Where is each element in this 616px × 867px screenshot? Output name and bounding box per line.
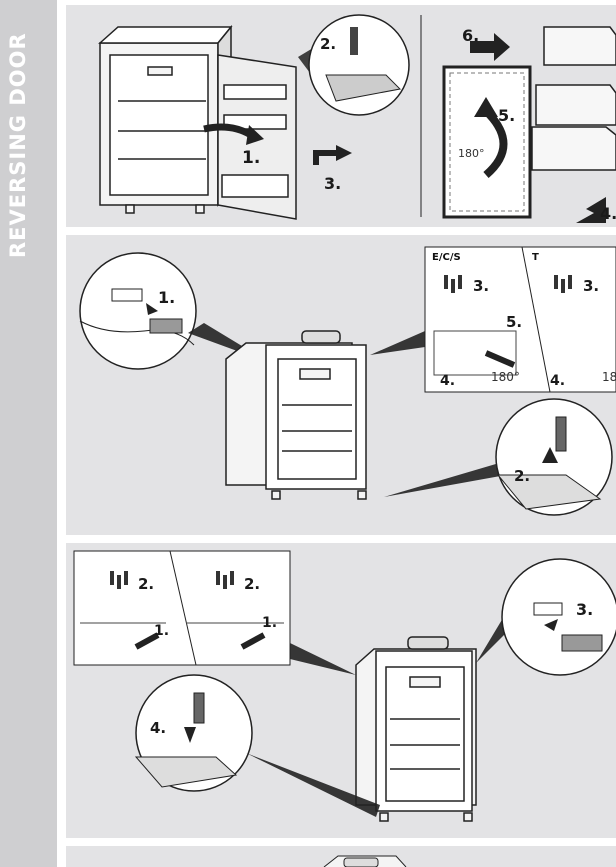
inset-step-2-left: 2. bbox=[138, 575, 154, 593]
inset-step-1-right: 1. bbox=[262, 615, 277, 631]
sidebar: REVERSING DOOR bbox=[0, 0, 57, 867]
cover-slot-icon bbox=[111, 288, 143, 302]
inset-step-4-right: 4. bbox=[550, 373, 565, 389]
angle-label: 180° bbox=[458, 147, 485, 160]
inset-step-4-left: 4. bbox=[440, 373, 455, 389]
inset-step-3-left: 3. bbox=[473, 277, 489, 295]
hinge-plate-icon bbox=[484, 350, 516, 368]
inset-title-t: T bbox=[532, 252, 539, 263]
rotate-arrow bbox=[203, 123, 253, 139]
step-label-2: 2. bbox=[320, 35, 336, 53]
pin-icon bbox=[555, 416, 567, 452]
step-label-2: 2. bbox=[514, 467, 530, 485]
step-label-4: 4. bbox=[150, 719, 166, 737]
detail-circle-cover bbox=[79, 252, 197, 370]
reassembly-illustration: 2. 2. 1. 1. 3. 4. bbox=[73, 550, 616, 822]
detail-circle-hinge bbox=[308, 14, 410, 116]
step-label-6: 6. bbox=[462, 26, 479, 45]
step-label-4: 4. bbox=[600, 204, 616, 223]
step-panel-1: 1. 3. 2. 5. 180° 6. 4. bbox=[66, 5, 616, 227]
door-removal-illustration: 1. 3. 2. 5. 180° 6. 4. bbox=[98, 14, 616, 223]
step-panel-2: 1. E/C/S T 3. 3. 5. 4. 180° 4. 18 bbox=[66, 235, 616, 535]
hinge-swap-illustration: 1. E/C/S T 3. 3. 5. 4. 180° 4. 18 bbox=[79, 246, 616, 516]
next-step-illustration bbox=[323, 855, 407, 867]
hinge-cover-icon bbox=[561, 634, 603, 652]
inset-step-3-right: 3. bbox=[583, 277, 599, 295]
inset-step-2-right: 2. bbox=[244, 575, 260, 593]
door-panel bbox=[442, 65, 532, 219]
insert-arrow bbox=[576, 197, 606, 223]
section-title: REVERSING DOOR bbox=[6, 32, 30, 258]
hinge-pin-icon bbox=[350, 27, 358, 55]
angle-right: 18 bbox=[602, 370, 616, 384]
step-label-3: 3. bbox=[324, 174, 341, 193]
step-label-1: 1. bbox=[242, 148, 260, 168]
lift-arrow bbox=[313, 150, 338, 165]
step-panel-4 bbox=[66, 846, 616, 867]
inset-step-5: 5. bbox=[506, 313, 522, 331]
gutter bbox=[57, 0, 66, 867]
step-label-1: 1. bbox=[158, 288, 175, 307]
hinge-cover-icon bbox=[149, 318, 183, 334]
inset-step-1-left: 1. bbox=[154, 623, 169, 639]
step-label-3: 3. bbox=[576, 600, 593, 619]
push-arrow bbox=[470, 33, 510, 61]
pin-icon bbox=[193, 692, 205, 724]
detail-circle-cover bbox=[501, 558, 616, 676]
step-label-5: 5. bbox=[498, 106, 515, 125]
rotate-180-arrow bbox=[483, 108, 508, 179]
inset-screws bbox=[73, 550, 291, 666]
inset-title-ecs: E/C/S bbox=[432, 252, 461, 263]
inset-hinge-types bbox=[424, 246, 616, 393]
angle-left: 180° bbox=[491, 370, 520, 384]
step-panel-3: 2. 2. 1. 1. 3. 4. bbox=[66, 543, 616, 838]
